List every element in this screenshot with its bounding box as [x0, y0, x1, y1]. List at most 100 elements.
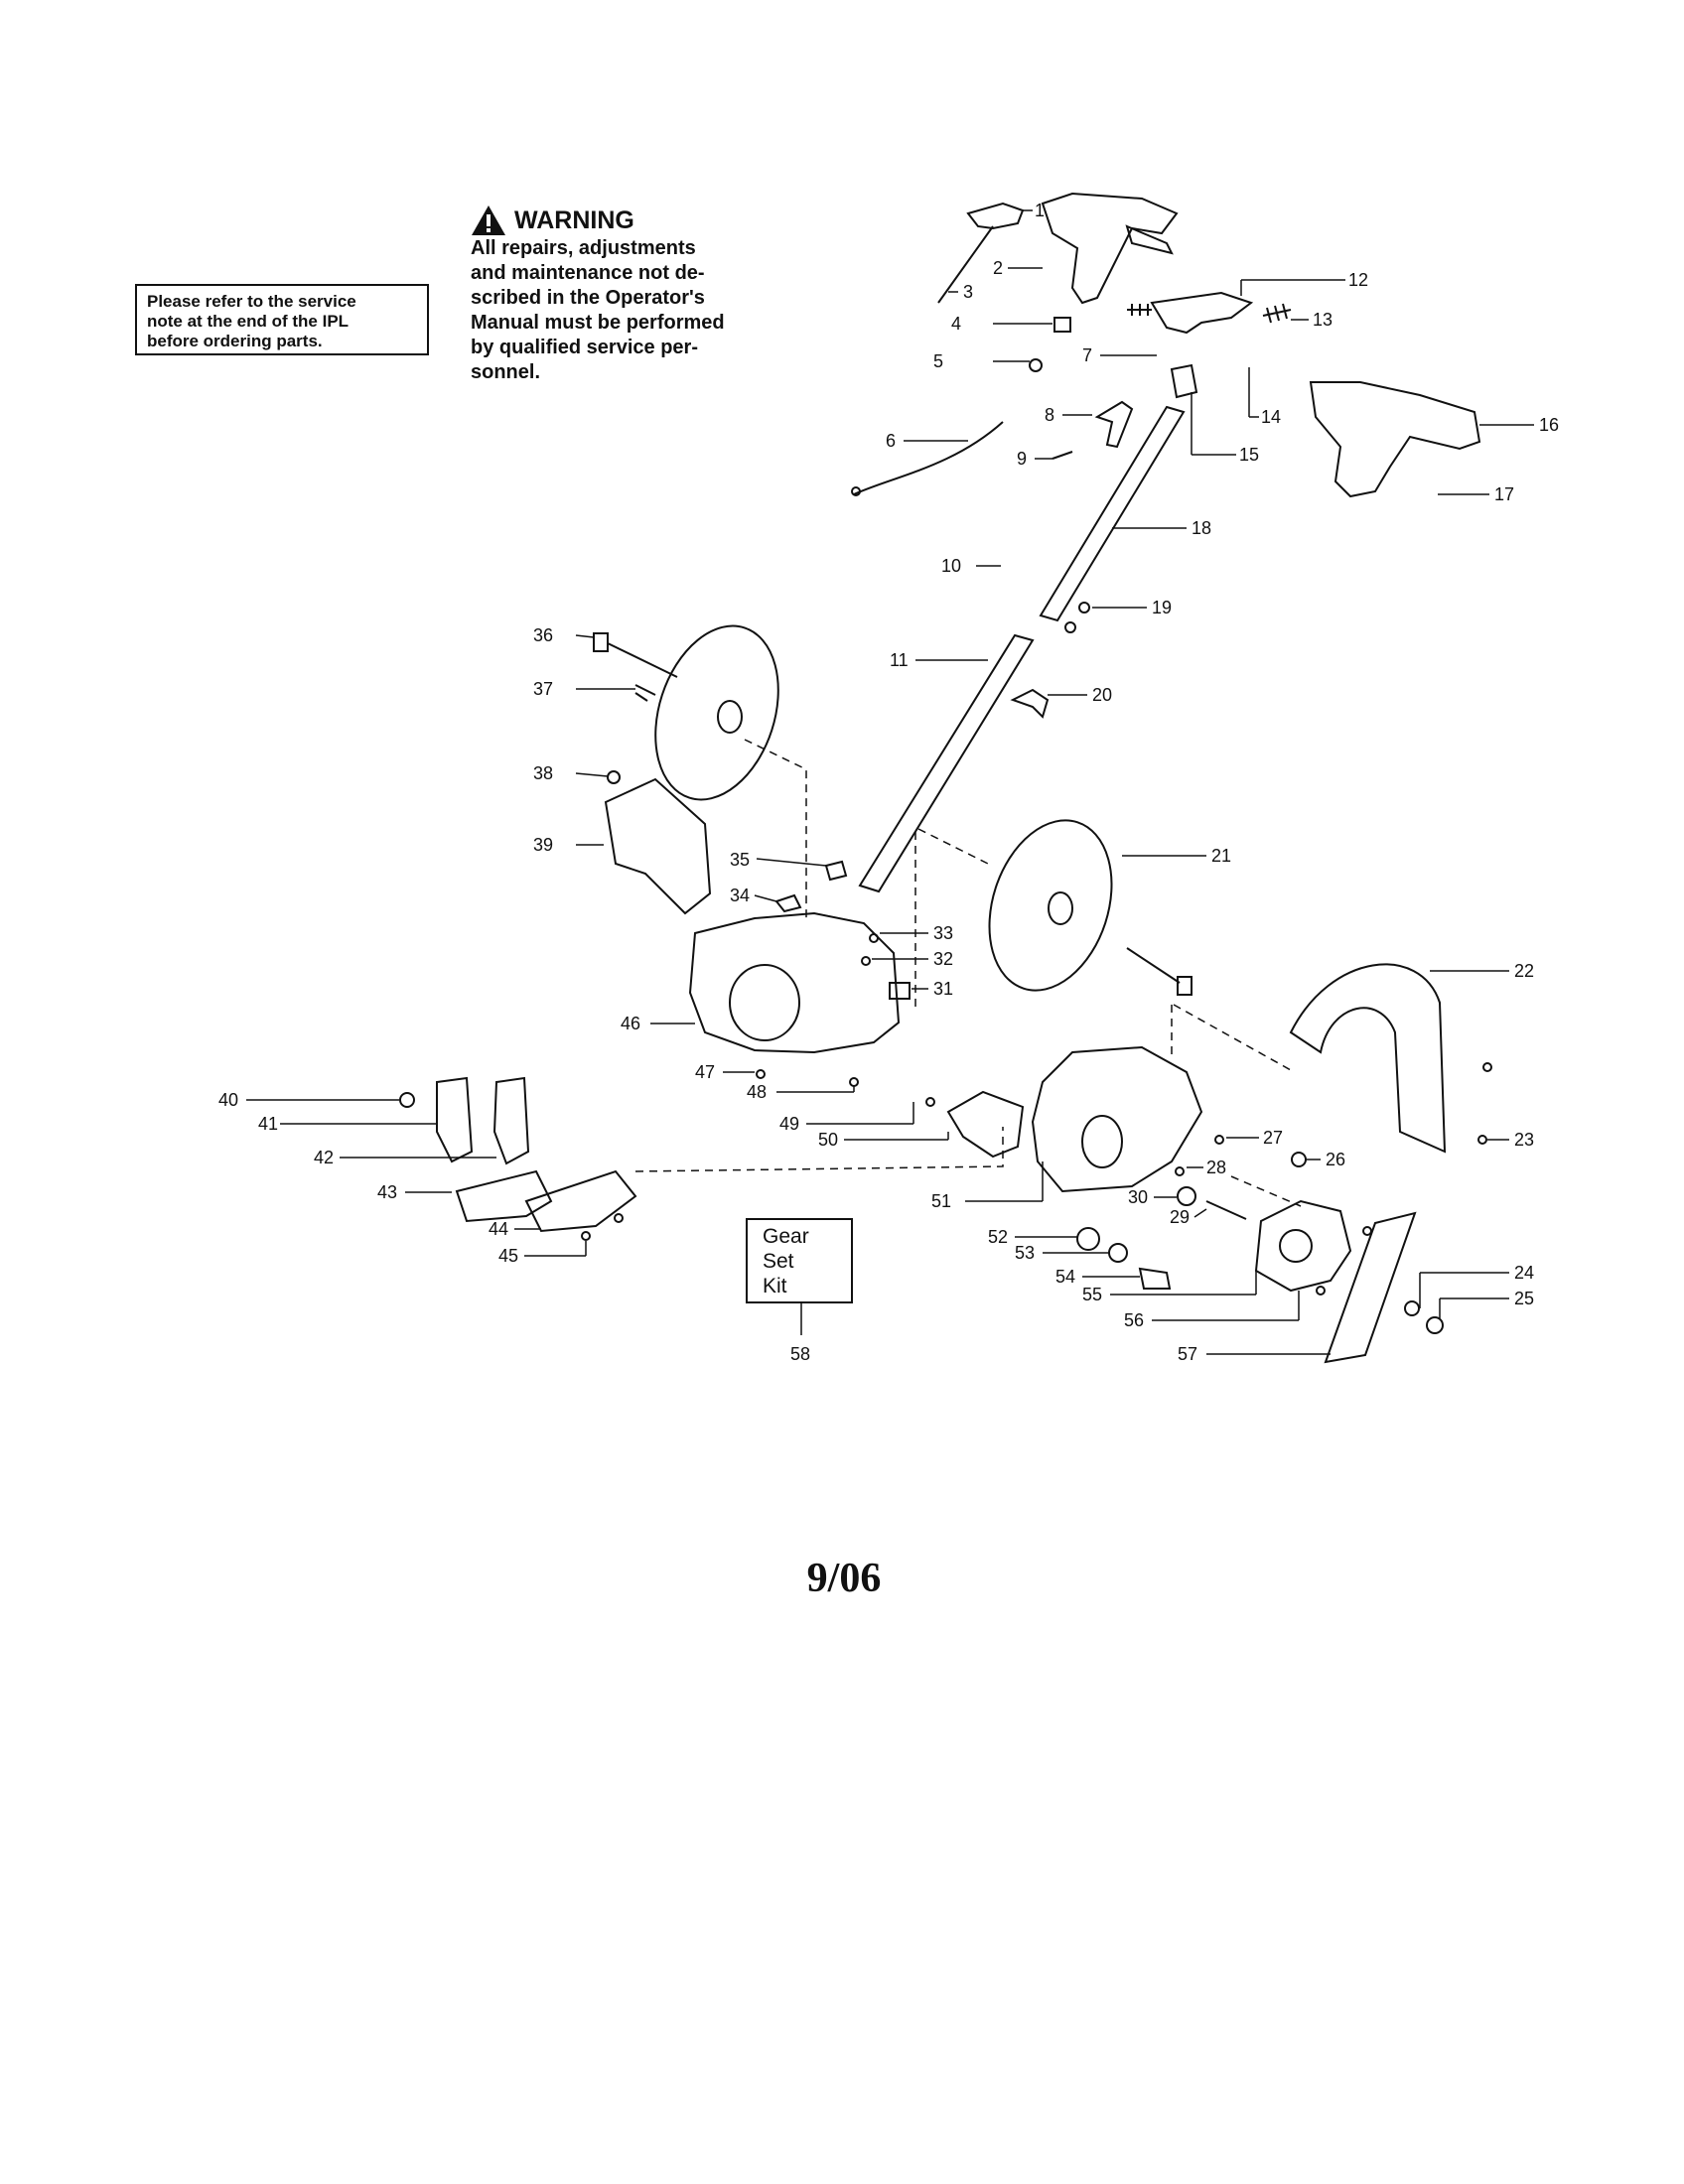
callout-39: 39 — [533, 835, 553, 855]
nut-19b — [1064, 621, 1076, 633]
screw-49 — [925, 1097, 935, 1107]
screw-48 — [849, 1077, 859, 1087]
washer-52 — [1076, 1227, 1100, 1251]
callout-27: 27 — [1263, 1128, 1283, 1148]
nut-26 — [1291, 1152, 1307, 1167]
blade-hub — [1081, 1115, 1123, 1168]
callout-30: 30 — [1128, 1187, 1148, 1207]
handle-grip — [1041, 192, 1179, 305]
callout-53: 53 — [1015, 1243, 1035, 1263]
callout-40: 40 — [218, 1090, 238, 1110]
callout-14: 14 — [1261, 407, 1281, 427]
bolt-head-front — [1177, 976, 1193, 996]
callout-4: 4 — [951, 314, 961, 334]
wear-bar-43 — [455, 1169, 553, 1223]
handle-bracket — [1150, 291, 1254, 335]
callout-12: 12 — [1348, 270, 1368, 290]
upper-shaft — [1039, 405, 1186, 622]
switch-lever — [966, 202, 1025, 230]
pin-9 — [1052, 451, 1073, 460]
callout-15: 15 — [1239, 445, 1259, 465]
callout-19: 19 — [1152, 598, 1172, 617]
callout-31: 31 — [933, 979, 953, 999]
callout-7: 7 — [1082, 345, 1092, 365]
nut-19 — [1078, 602, 1090, 614]
callout-17: 17 — [1494, 484, 1514, 504]
callout-10: 10 — [941, 556, 961, 576]
callout-3: 3 — [963, 282, 973, 302]
nut-25 — [1426, 1316, 1444, 1334]
screw-plate-b — [1316, 1286, 1326, 1296]
front-wheel-hub — [1048, 891, 1073, 925]
callout-36: 36 — [533, 625, 553, 645]
warning-title: WARNING — [514, 206, 634, 234]
callout-47: 47 — [695, 1062, 715, 1082]
axle-bolt-front — [1126, 947, 1181, 984]
callout-52: 52 — [988, 1227, 1008, 1247]
rear-handle-housing — [1309, 381, 1481, 498]
handle-crossbar — [1125, 224, 1174, 255]
callout-13: 13 — [1313, 310, 1333, 330]
callout-2: 2 — [993, 258, 1003, 278]
callout-50: 50 — [818, 1130, 838, 1150]
screw-head — [1029, 358, 1043, 372]
blade-guard-22 — [1289, 963, 1447, 1154]
warning-line: sonnel. — [471, 361, 541, 383]
callout-16: 16 — [1539, 415, 1559, 435]
leader-38 — [575, 772, 609, 777]
callout-32: 32 — [933, 949, 953, 969]
axle-bolt-36 — [607, 642, 678, 678]
guide-plate — [1230, 1175, 1302, 1207]
callout-23: 23 — [1514, 1130, 1534, 1150]
callout-49: 49 — [779, 1114, 799, 1134]
blade-57 — [1324, 1211, 1417, 1364]
warning-line: Manual must be performed — [471, 312, 725, 334]
callout-28: 28 — [1206, 1158, 1226, 1177]
leader-35 — [756, 858, 827, 867]
wear-bar-44 — [524, 1169, 637, 1233]
callout-56: 56 — [1124, 1310, 1144, 1330]
revision-date: 9/06 — [806, 1556, 882, 1601]
callout-38: 38 — [533, 763, 553, 783]
bracket-39 — [604, 777, 712, 915]
callout-22: 22 — [1514, 961, 1534, 981]
callout-8: 8 — [1045, 405, 1054, 425]
screw-guard — [1482, 1062, 1492, 1072]
screw-47 — [756, 1069, 766, 1079]
callout-45: 45 — [498, 1246, 518, 1266]
screw-plate-a — [1362, 1226, 1372, 1236]
washer-24 — [1404, 1300, 1420, 1316]
leader-34 — [754, 894, 777, 902]
cotter-pin-37 — [634, 684, 656, 702]
rear-wheel-hub — [717, 700, 743, 734]
callout-35: 35 — [730, 850, 750, 870]
front-wheel — [988, 819, 1113, 992]
callout-58: 58 — [790, 1344, 810, 1364]
callout-57: 57 — [1178, 1344, 1197, 1364]
kit-line: Set — [763, 1250, 794, 1273]
mounting-plate-50 — [946, 1090, 1025, 1159]
callout-44: 44 — [489, 1219, 508, 1239]
warning-line: scribed in the Operator's — [471, 287, 705, 309]
warning-heading: WARNING — [471, 205, 769, 236]
lower-shaft — [858, 633, 1035, 893]
throttle-cable — [853, 421, 1004, 495]
gear-housing-46 — [688, 911, 901, 1054]
gear-set-kit-box — [746, 1218, 853, 1303]
callout-54: 54 — [1055, 1267, 1075, 1287]
nut-35 — [824, 860, 848, 882]
callout-34: 34 — [730, 886, 750, 905]
cable-end — [851, 486, 861, 496]
leader-29 — [1193, 1208, 1207, 1218]
screw-45 — [581, 1231, 591, 1241]
leader-36 — [575, 634, 595, 638]
callout-11: 11 — [890, 650, 909, 670]
callout-41: 41 — [258, 1114, 278, 1134]
guide-guard-right — [1173, 1004, 1292, 1071]
callout-26: 26 — [1326, 1150, 1345, 1169]
clip-20 — [1010, 688, 1050, 719]
service-note-line: note at the end of the IPL — [147, 312, 350, 331]
screw-33 — [869, 933, 879, 943]
washer-53 — [1108, 1243, 1128, 1263]
service-note-line: before ordering parts. — [147, 332, 323, 350]
